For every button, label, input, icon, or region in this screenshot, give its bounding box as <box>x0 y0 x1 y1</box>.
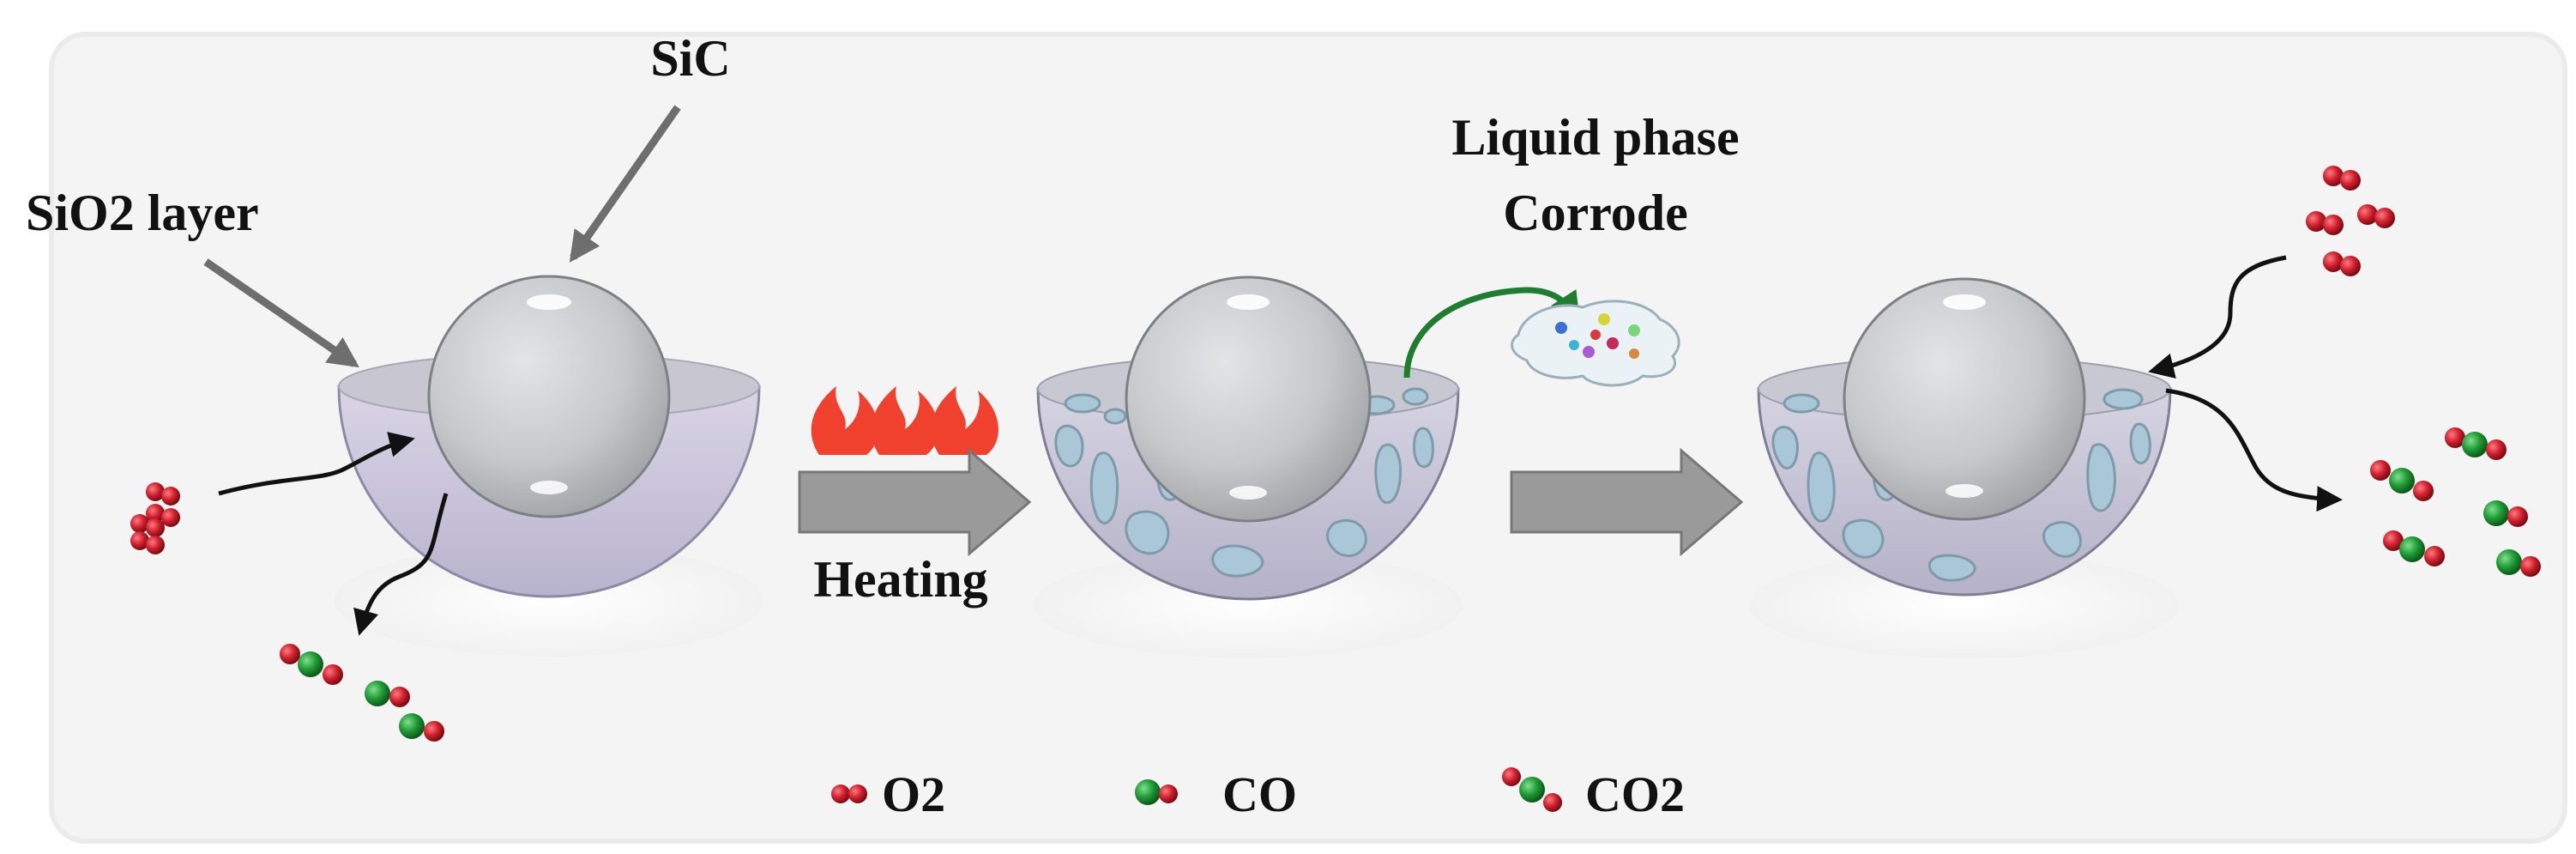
sic-core-sphere <box>1125 276 1372 523</box>
sic-label: SiC <box>650 30 730 87</box>
legend-item-o2: O2 <box>831 766 945 822</box>
corroded-pores <box>1054 387 1434 578</box>
molecule-icon <box>831 784 867 803</box>
co-co2-molecule-cluster <box>280 644 444 742</box>
legend-item-co2: CO2 <box>1502 766 1685 822</box>
process-arrow-icon <box>1510 447 1744 557</box>
legend-label-o2: O2 <box>882 766 945 822</box>
o2-molecule-cluster <box>2306 166 2395 276</box>
sio2-layer-label: SiO2 layer <box>26 185 259 241</box>
o2-inflow-arrow <box>218 432 415 496</box>
heating-step: Heating <box>798 386 1032 608</box>
gas-outflow-arrow <box>353 493 449 636</box>
legend: O2 CO CO2 <box>831 766 1685 822</box>
floor-shadow <box>1750 552 2179 658</box>
gas-outflow-arrow <box>2165 388 2343 512</box>
sphere-highlight <box>530 481 568 494</box>
flame-icon <box>811 386 998 455</box>
floor-shadow <box>1034 552 1463 658</box>
process-arrow-icon <box>798 447 1032 557</box>
sic-core-sphere <box>1843 277 2086 521</box>
molecule-icon <box>1502 767 1562 812</box>
sphere-highlight <box>527 294 571 310</box>
legend-label-co2: CO2 <box>1585 766 1685 822</box>
sic-pointer-arrow <box>569 105 681 263</box>
liquid-phase-label: Liquid phase <box>1451 109 1739 166</box>
sic-core-sphere <box>427 275 671 518</box>
o2-molecule-cluster <box>130 482 180 554</box>
corrode-label: Corrode <box>1503 185 1688 241</box>
sphere-highlight <box>1227 294 1270 310</box>
co-co2-molecule-cluster <box>2370 427 2541 577</box>
legend-label-co: CO <box>1222 766 1297 822</box>
sio2-pointer-arrow <box>203 258 359 368</box>
legend-item-co: CO <box>1135 766 1297 822</box>
liquid-droplet-icon <box>1511 300 1680 387</box>
molecule-icon <box>1135 779 1178 805</box>
stage-initial: SiC SiO2 layer <box>26 30 763 742</box>
sphere-highlight <box>1229 486 1267 500</box>
floor-shadow <box>335 545 763 657</box>
stage-heated: Liquid phase Corrode <box>1034 109 1740 658</box>
o2-inflow-arrow <box>2148 255 2287 379</box>
corroded-pores <box>1771 388 2151 582</box>
sphere-highlight <box>1943 294 1986 310</box>
heating-label: Heating <box>813 551 987 608</box>
corrode-flow-arrow <box>1403 287 1580 379</box>
stage-oxidized <box>1750 166 2541 658</box>
sphere-highlight <box>1946 484 1983 498</box>
